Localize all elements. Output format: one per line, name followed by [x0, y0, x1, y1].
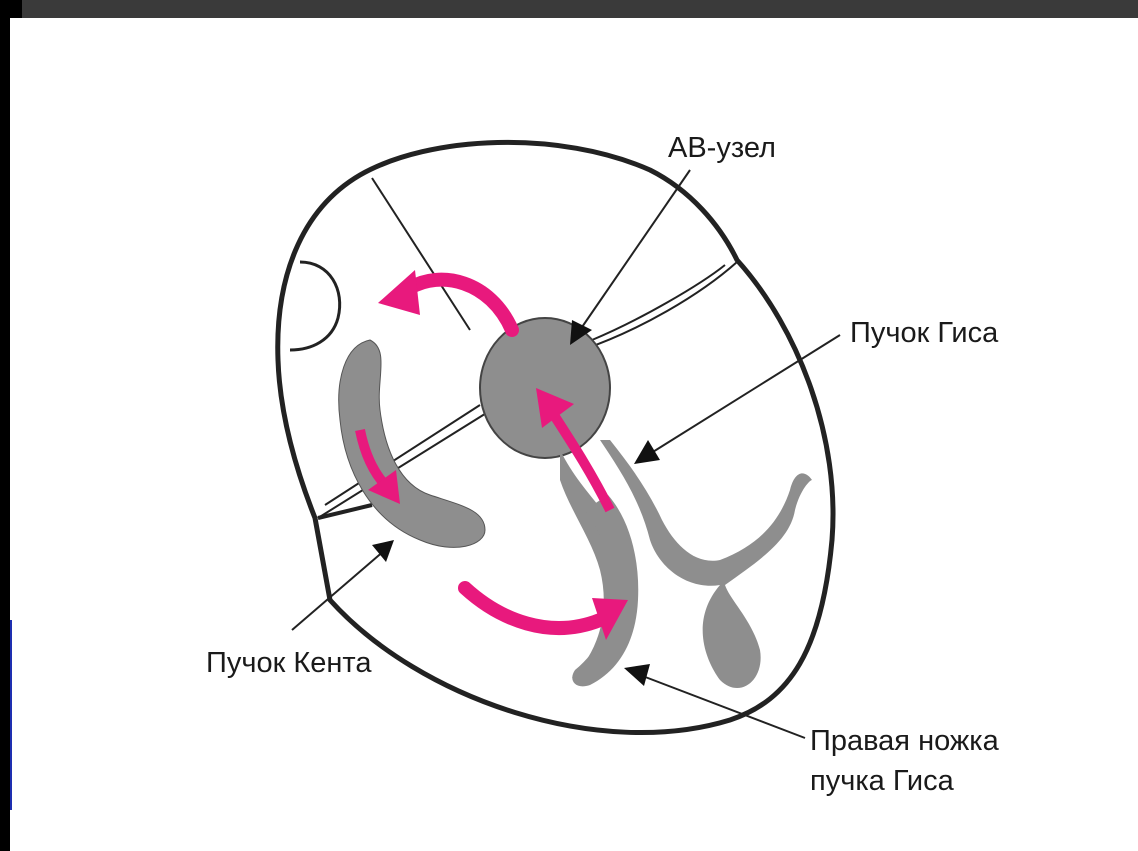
right-branch-label-line2: пучка Гиса: [810, 764, 954, 798]
av-node-label: АВ-узел: [668, 131, 776, 165]
av-node-shape: [480, 318, 610, 458]
kent-bundle-label: Пучок Кента: [206, 646, 371, 680]
his-bundle-label: Пучок Гиса: [850, 316, 998, 350]
right-branch-label-line1: Правая ножка: [810, 724, 999, 758]
